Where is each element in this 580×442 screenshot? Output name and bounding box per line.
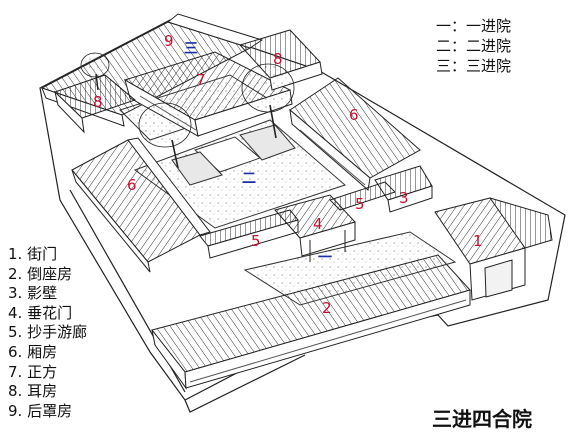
legend-item: 2. 倒座房 xyxy=(8,264,73,283)
courtyard-mark-first: 一 xyxy=(318,250,332,266)
screen-wall xyxy=(374,165,433,213)
building-number-side-wing-right: 6 xyxy=(349,106,359,124)
tree-right xyxy=(241,63,295,139)
building-number-corridor-right: 5 xyxy=(355,195,365,213)
building-number-ear-room-right: 8 xyxy=(273,50,283,68)
legend-item: 8. 耳房 xyxy=(8,382,58,401)
covered-corridors xyxy=(199,181,396,259)
courtyard-mark-third: 三 xyxy=(184,41,198,57)
building-number-screen-wall: 3 xyxy=(399,189,409,207)
courtyard-key: 一：一进院 二：二进院 三：三进院 xyxy=(436,16,511,76)
courtyard-key-entry: 三：三进院 xyxy=(436,57,512,75)
legend-item: 6. 厢房 xyxy=(8,342,58,361)
ornamental-gate xyxy=(274,194,356,262)
building-number-street-gate: 1 xyxy=(473,232,483,250)
building-number-corridor-left: 5 xyxy=(251,232,261,250)
ear-room-left xyxy=(54,74,137,134)
legend-item: 7. 正方 xyxy=(8,362,58,381)
tree-rear xyxy=(80,52,110,91)
courtyard-key-entry: 一：一进院 xyxy=(436,17,512,35)
diagram-title: 三进四合院 xyxy=(432,407,532,431)
building-number-front-row: 2 xyxy=(322,299,332,317)
building-number-rear-row: 9 xyxy=(164,32,174,50)
building-legend: 1. 街门 2. 倒座房 3. 影壁 4. 垂花门 5. 抄手游廊 6. 厢房 … xyxy=(8,245,87,421)
legend-item: 3. 影壁 xyxy=(8,284,58,303)
courtyard-trees xyxy=(80,52,295,169)
legend-item: 5. 抄手游廊 xyxy=(8,323,88,342)
legend-item: 9. 后罩房 xyxy=(8,401,73,420)
tree-left xyxy=(138,102,192,169)
building-number-side-wing-left: 6 xyxy=(127,176,137,194)
front-row-building xyxy=(151,254,471,390)
building-number-ear-room-left: 8 xyxy=(93,93,103,111)
legend-item: 4. 垂花门 xyxy=(8,303,73,322)
building-number-main-hall: 7 xyxy=(196,71,206,89)
street-gate xyxy=(434,197,553,301)
side-wing-left xyxy=(71,137,211,273)
courtyard-mark-second: 二 xyxy=(242,171,256,187)
legend-item: 1. 街门 xyxy=(8,245,58,263)
courtyard-key-entry: 二：二进院 xyxy=(436,37,512,55)
building-number-ornamental-gate: 4 xyxy=(313,215,323,233)
